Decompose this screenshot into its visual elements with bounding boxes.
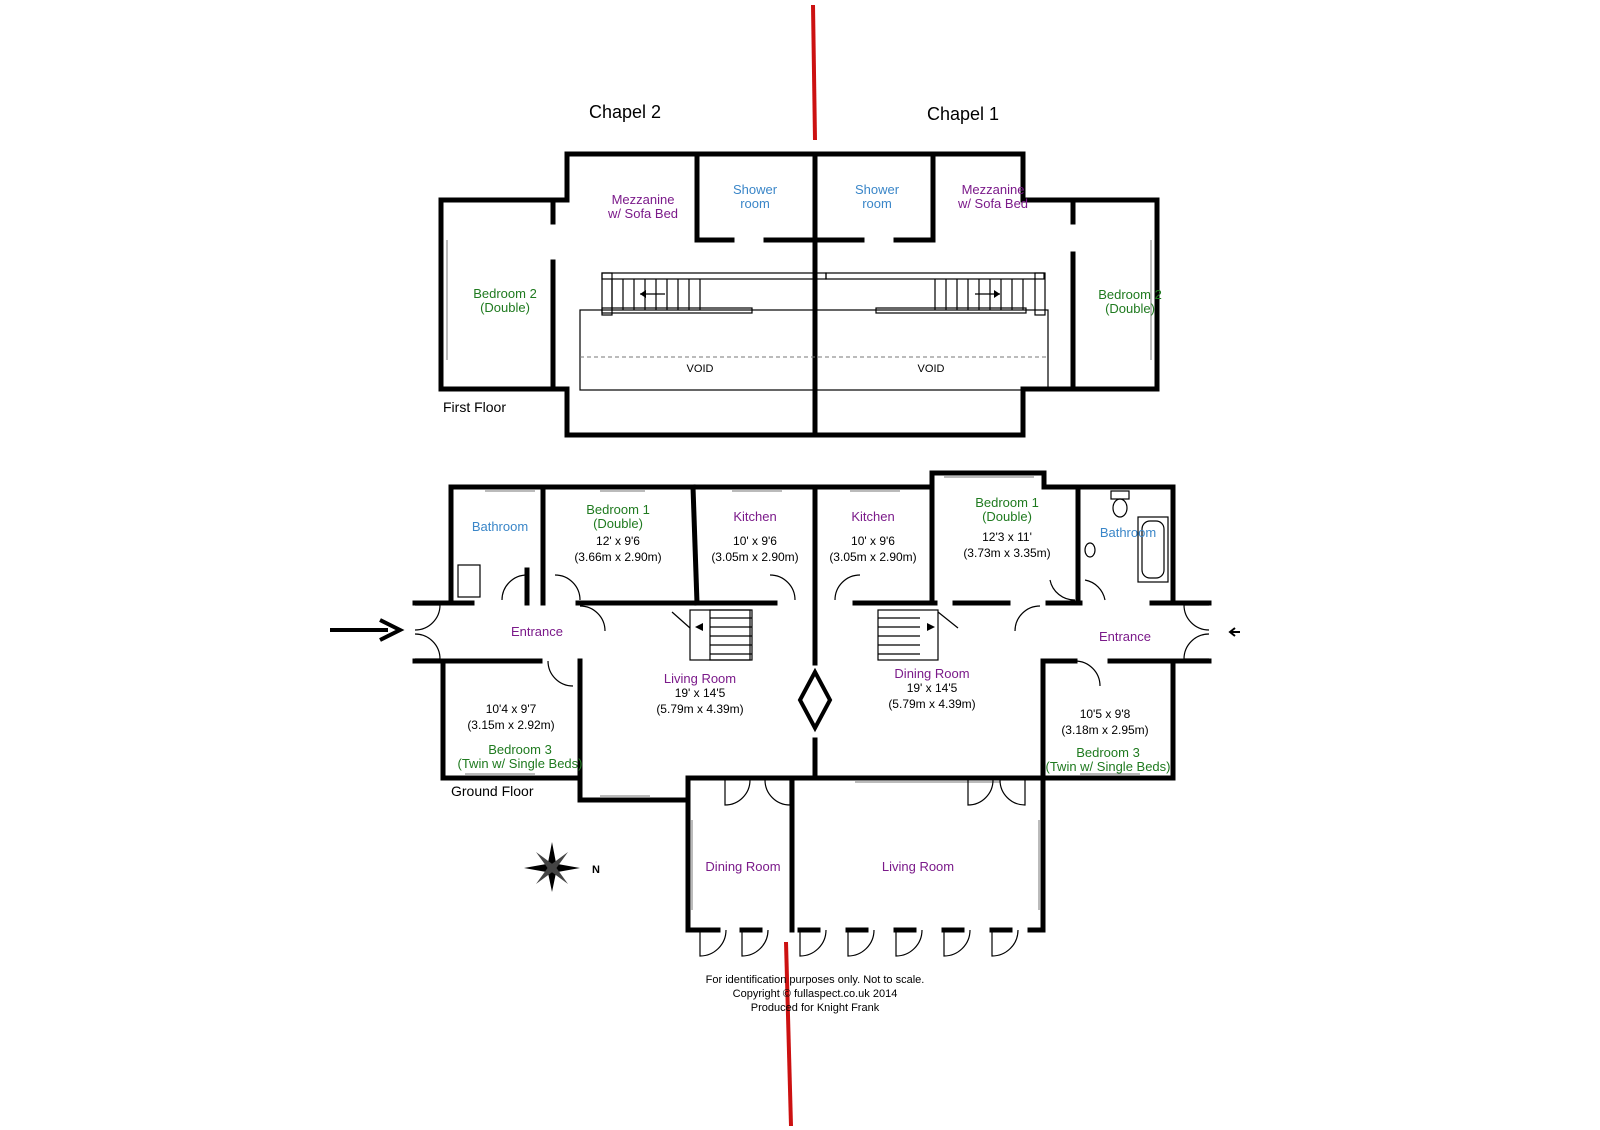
division-line-top <box>811 4 817 141</box>
chapel2-title: Chapel 2 <box>589 102 661 122</box>
kitchen-label-left: Kitchen <box>733 509 776 524</box>
bedroom1-dim-right: 12'3 x 11' <box>982 530 1032 544</box>
kitchen-dim-right: 10' x 9'6 <box>851 534 895 548</box>
shower-label-right: Shower <box>855 182 900 197</box>
ground-floor-stairs <box>671 609 959 661</box>
bedroom2-label-right: Bedroom 2 <box>1098 287 1162 302</box>
ground-floor-label: Ground Floor <box>451 783 534 799</box>
mezzanine-label-right: Mezzanine <box>962 182 1025 197</box>
dining-room-dim-m-right: (5.79m x 4.39m) <box>888 697 975 711</box>
ground-floor-walls <box>412 470 1212 933</box>
living-room-dim-m-left: (5.79m x 4.39m) <box>656 702 743 716</box>
living-room-dim-left: 19' x 14'5 <box>675 686 726 700</box>
bedroom1-type-right: (Double) <box>982 509 1032 524</box>
entrance-label-right: Entrance <box>1099 629 1151 644</box>
bedroom1-dim-m-right: (3.73m x 3.35m) <box>963 546 1050 560</box>
void-label-right: VOID <box>918 363 945 375</box>
first-floor-label: First Floor <box>443 399 506 415</box>
kitchen-label-right: Kitchen <box>851 509 894 524</box>
connecting-door-icon <box>797 667 833 733</box>
bedroom1-dim-m-left: (3.66m x 2.90m) <box>574 550 661 564</box>
bedroom1-label-right: Bedroom 1 <box>975 495 1039 510</box>
dining-room-dim-right: 19' x 14'5 <box>907 681 958 695</box>
bedroom1-label-left: Bedroom 1 <box>586 502 650 517</box>
bedroom3-dim-m-right: (3.18m x 2.95m) <box>1061 723 1148 737</box>
mezzanine-label-left: Mezzanine <box>612 192 675 207</box>
void-label-left: VOID <box>687 363 714 375</box>
living-room-label-left: Living Room <box>664 671 736 686</box>
bedroom1-type-left: (Double) <box>593 516 643 531</box>
kitchen-dim-m-left: (3.05m x 2.90m) <box>711 550 798 564</box>
division-line-bottom <box>784 941 793 1127</box>
entrance-arrow-small-icon <box>1228 627 1240 637</box>
kitchen-dim-m-right: (3.05m x 2.90m) <box>829 550 916 564</box>
compass-rose-icon <box>524 842 580 892</box>
bedroom3-label-right: Bedroom 3 <box>1076 745 1140 760</box>
ground-floor-windows <box>465 476 1140 910</box>
mezzanine-sublabel-right: w/ Sofa Bed <box>957 196 1028 211</box>
entrance-label-left: Entrance <box>511 624 563 639</box>
entrance-arrow-icon <box>330 618 405 642</box>
bedroom3-label-left: Bedroom 3 <box>488 742 552 757</box>
footer-line-1: For identification purposes only. Not to… <box>706 974 925 986</box>
footer-line-3: Produced for Knight Frank <box>751 1002 880 1014</box>
bathroom-label-right: Bathroom <box>1100 525 1156 540</box>
first-floor-walls <box>438 151 1160 438</box>
shower-sublabel-right: room <box>862 196 892 211</box>
bedroom2-sublabel-left: (Double) <box>480 300 530 315</box>
living-room-label-right: Living Room <box>882 859 954 874</box>
first-floor-stairs <box>579 272 1049 391</box>
chapel1-title: Chapel 1 <box>927 104 999 124</box>
bedroom3-dim-m-left: (3.15m x 2.92m) <box>467 718 554 732</box>
bedroom2-sublabel-right: (Double) <box>1105 301 1155 316</box>
bedroom3-type-right: (Twin w/ Single Beds) <box>1046 759 1171 774</box>
bedroom3-dim-left: 10'4 x 9'7 <box>486 702 537 716</box>
bedroom1-dim-left: 12' x 9'6 <box>596 534 640 548</box>
bedroom3-dim-right: 10'5 x 9'8 <box>1080 707 1131 721</box>
bedroom2-label-left: Bedroom 2 <box>473 286 537 301</box>
dining-room-label-left: Dining Room <box>705 859 780 874</box>
bathroom-label-left: Bathroom <box>472 519 528 534</box>
footer-line-2: Copyright © fullaspect.co.uk 2014 <box>733 988 898 1000</box>
conservatory-doors <box>697 927 1019 957</box>
shower-sublabel-left: room <box>740 196 770 211</box>
dining-room-label-right: Dining Room <box>894 666 969 681</box>
mezzanine-sublabel-left: w/ Sofa Bed <box>607 206 678 221</box>
compass-north-label: N <box>592 864 600 876</box>
door-swings <box>414 564 1210 806</box>
bedroom3-type-left: (Twin w/ Single Beds) <box>458 756 583 771</box>
shower-label-left: Shower <box>733 182 778 197</box>
kitchen-dim-left: 10' x 9'6 <box>733 534 777 548</box>
